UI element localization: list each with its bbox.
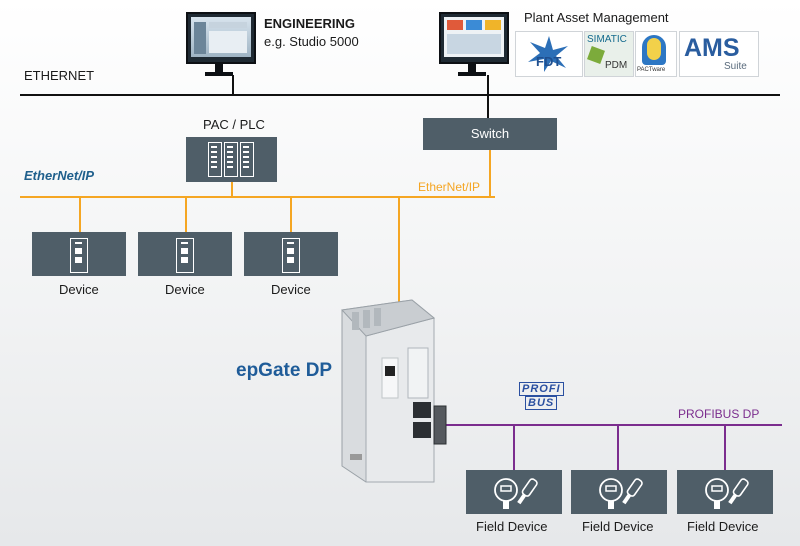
engineering-monitor-base [205,72,233,76]
field-instrument-icon [705,478,749,509]
profibus-logo-bottom: BUS [525,396,558,410]
device-box [244,232,338,276]
profibus-logo-top: PROFI [519,382,564,396]
ams-suite-logo: AMS Suite [679,31,759,77]
field-device-box [466,470,562,514]
engineering-monitor-stand [215,64,223,72]
profibus-bus-label: PROFIBUS DP [678,407,760,421]
plc-module-icon [240,142,254,177]
pactware-logo: PACTware [635,31,677,77]
gateway-title: epGate DP [236,360,333,381]
device-module-icon [70,238,88,273]
ethernet-label: ETHERNET [24,68,95,83]
plc-box [186,137,277,182]
gateway-device-icon [340,299,447,483]
field-device-box [571,470,667,514]
plc-module-icon [224,142,238,177]
engineering-monitor-icon [186,12,256,64]
switch-label: Switch [470,126,510,141]
field-instrument-icon [599,478,643,509]
ethernetip-logo: EtherNet/IP [24,168,95,183]
engineering-title: ENGINEERING [264,16,356,31]
fdt-logo-text: FDT [536,54,562,69]
fdt-logo: FDT [515,31,583,77]
device-label: Device [59,282,99,297]
switch-box: Switch [423,118,557,150]
ethernetip-bus-label: EtherNet/IP [418,180,481,194]
profibus-logo: PROFI BUS [517,381,581,411]
asset-monitor-icon [439,12,509,64]
field-device-label: Field Device [476,519,548,534]
asset-management-title: Plant Asset Management [524,10,669,25]
device-module-icon [176,238,194,273]
engineering-subtitle: e.g. Studio 5000 [264,34,359,49]
field-device-label: Field Device [582,519,654,534]
plc-module-icon [208,142,222,177]
plc-label: PAC / PLC [203,117,265,132]
field-device-box [677,470,773,514]
device-label: Device [271,282,311,297]
device-box [138,232,232,276]
device-module-icon [282,238,300,273]
simatic-pdm-logo: SIMATIC PDM [584,31,634,77]
asset-monitor-stand [468,64,476,72]
field-instrument-icon [494,478,538,509]
asset-monitor-base [458,72,486,76]
device-label: Device [165,282,205,297]
device-box [32,232,126,276]
field-device-label: Field Device [687,519,759,534]
